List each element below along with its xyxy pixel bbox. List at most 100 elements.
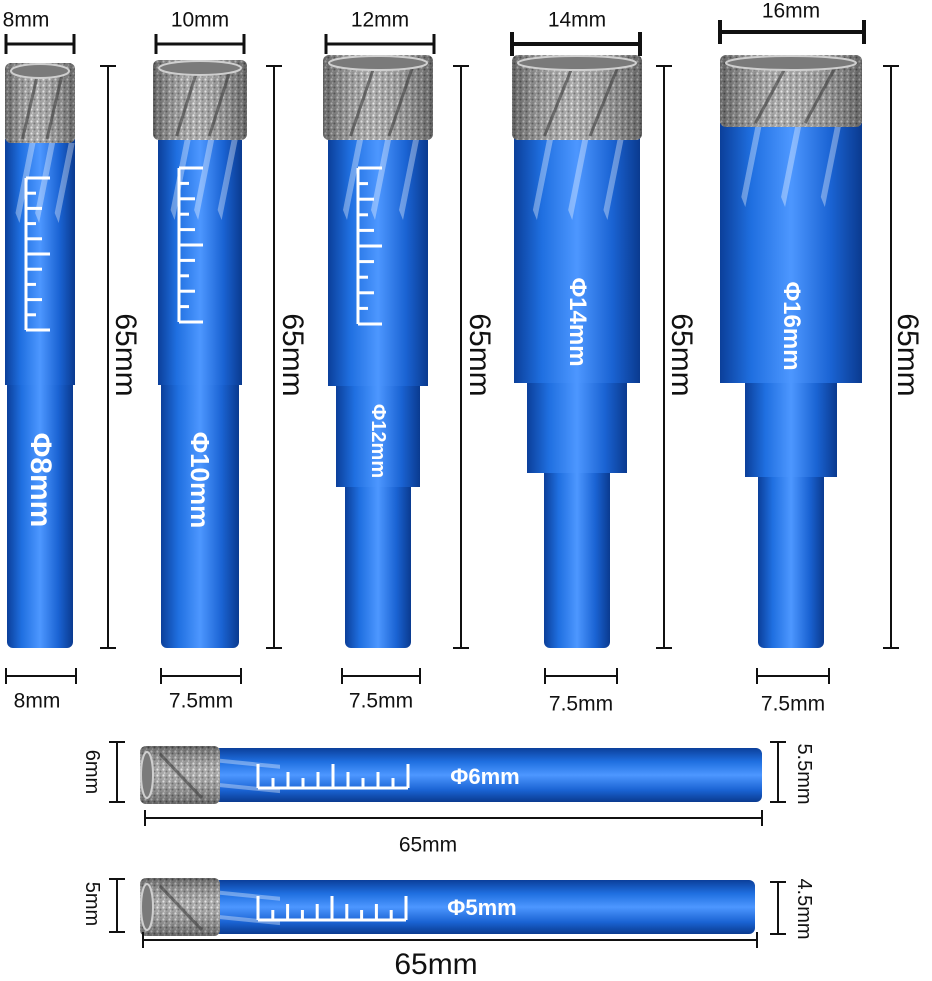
bit-12mm-diameter-label: 12mm xyxy=(350,8,410,32)
bit-5mm-etch-label: Φ5mm xyxy=(447,895,517,920)
bit-6mm-ruler xyxy=(256,764,410,790)
bit-14mm-flute xyxy=(532,140,553,220)
bit-8mm-diameter-dimension xyxy=(4,34,76,54)
bit-5mm-length-label: 65mm xyxy=(394,948,478,981)
bit-10mm-length-dimension xyxy=(266,65,282,649)
bit-10mm-flute xyxy=(194,140,215,220)
bit-12mm xyxy=(323,55,433,648)
bit-6mm-length-label: 65mm xyxy=(398,833,458,857)
bit-5mm xyxy=(140,878,755,936)
bit-16mm-diameter-dimension xyxy=(718,20,866,44)
bit-16mm-opening xyxy=(725,55,857,71)
bit-14mm-etch-label: Φ14mm xyxy=(564,277,591,367)
bit-8mm-head-slot xyxy=(45,72,64,140)
bit-10mm xyxy=(153,60,247,648)
bit-16mm-shank-dimension xyxy=(756,668,830,684)
bit-8mm-flute xyxy=(54,143,75,223)
bit-16mm-head-slot xyxy=(803,64,838,124)
bit-10mm-diameter-dimension xyxy=(154,34,246,54)
bit-8mm-shank xyxy=(7,379,73,648)
bit-10mm-flute xyxy=(170,140,191,220)
bit-6mm-shank-dimension xyxy=(770,741,786,803)
bit-16mm-shank-label: 7.5mm xyxy=(760,692,826,716)
bit-16mm-etch-label: Φ16mm xyxy=(778,281,805,371)
bit-12mm-body xyxy=(328,136,428,386)
bit-6mm-shank-label: 5.5mm xyxy=(793,743,815,805)
bit-12mm-length-dimension xyxy=(453,65,469,649)
bit-6mm-diameter-label: 6mm xyxy=(81,749,103,795)
bit-14mm-step xyxy=(527,379,627,473)
bit-10mm-shank xyxy=(161,379,239,648)
bit-10mm-head-slot xyxy=(207,69,232,137)
bit-6mm-length-dimension xyxy=(144,810,763,826)
bit-8mm-head-shade xyxy=(5,63,75,143)
bit-12mm-ruler xyxy=(356,166,382,326)
bit-5mm-shank-dimension xyxy=(770,881,786,935)
bit-14mm-shank xyxy=(544,467,610,648)
bit-14mm-length-dimension xyxy=(656,65,672,649)
bit-16mm-flute xyxy=(781,127,802,207)
bit-14mm-shank-label: 7.5mm xyxy=(548,692,614,716)
bit-5mm-flute xyxy=(220,915,280,926)
bit-10mm-etch-label: Φ10mm xyxy=(185,431,215,529)
bit-10mm-ruler xyxy=(177,166,203,324)
bit-16mm-head-slot xyxy=(754,64,789,124)
bit-8mm-etch-label: Φ8mm xyxy=(24,432,57,528)
bit-16mm-step xyxy=(745,379,837,477)
bit-5mm-ruler xyxy=(256,896,408,922)
bit-10mm-diameter-label: 10mm xyxy=(170,8,230,32)
bit-10mm-head-slot xyxy=(175,69,199,137)
bit-12mm-length-label: 65mm xyxy=(463,313,496,397)
bit-8mm xyxy=(5,63,75,648)
bit-14mm-length-label: 65mm xyxy=(665,313,698,397)
bit-8mm-length-dimension xyxy=(100,65,116,649)
bit-12mm-head-shade xyxy=(323,55,433,140)
bit-14mm-diameter-label: 14mm xyxy=(547,8,607,32)
bit-16mm-flute xyxy=(741,127,762,207)
bit-10mm-flute xyxy=(217,140,238,220)
bit-12mm-shank-label: 7.5mm xyxy=(348,689,414,713)
bit-8mm-body xyxy=(5,139,75,385)
bit-16mm-shank xyxy=(758,471,824,648)
bit-12mm-flute xyxy=(371,140,391,220)
bit-12mm-flute xyxy=(399,140,419,220)
bit-5mm-diameter-dimension xyxy=(109,878,125,933)
bit-8mm-flute xyxy=(35,143,56,223)
bit-12mm-flute xyxy=(343,140,363,220)
bit-14mm-flute xyxy=(603,140,624,220)
bit-5mm-length-dimension xyxy=(142,932,758,948)
bit-12mm-diameter-dimension xyxy=(324,34,436,54)
bit-5mm-head-slot xyxy=(158,884,204,932)
bit-10mm-length-label: 65mm xyxy=(276,313,309,397)
bit-16mm-head-shade xyxy=(720,55,862,127)
bit-16mm-diameter-label: 16mm xyxy=(761,0,821,23)
bit-6mm-opening xyxy=(140,751,154,799)
bit-5mm-flute xyxy=(220,890,280,901)
bit-16mm-flute xyxy=(820,127,841,207)
bit-12mm-head-slot xyxy=(387,64,415,137)
bit-8mm-opening xyxy=(10,63,70,79)
bit-8mm-shank-dimension xyxy=(5,668,77,684)
bit-14mm-head-shade xyxy=(512,55,642,140)
bit-8mm-ruler xyxy=(24,176,50,332)
bit-6mm-flute xyxy=(220,758,280,769)
bit-6mm-head-slot xyxy=(158,752,204,800)
bit-16mm-body xyxy=(720,123,862,383)
bit-5mm-opening xyxy=(140,883,154,931)
bit-8mm-diameter-label: 8mm xyxy=(2,8,50,32)
bit-14mm-flute xyxy=(568,140,589,220)
bit-14mm-body xyxy=(514,136,640,383)
bit-16mm xyxy=(720,55,862,648)
bit-12mm-shank xyxy=(345,481,411,648)
bit-6mm-flute xyxy=(220,783,280,794)
bit-12mm-etch-label: Φ12mm xyxy=(367,403,389,479)
bit-12mm-shank-dimension xyxy=(341,668,421,684)
bit-5mm-shank-label: 4.5mm xyxy=(793,878,815,940)
bit-12mm-step xyxy=(336,382,420,487)
bit-10mm-shank-dimension xyxy=(160,668,242,684)
bit-16mm-length-label: 65mm xyxy=(891,313,924,397)
bit-10mm-shank-label: 7.5mm xyxy=(168,689,234,713)
bit-8mm-head-slot xyxy=(21,72,40,140)
bit-10mm-opening xyxy=(158,60,242,76)
